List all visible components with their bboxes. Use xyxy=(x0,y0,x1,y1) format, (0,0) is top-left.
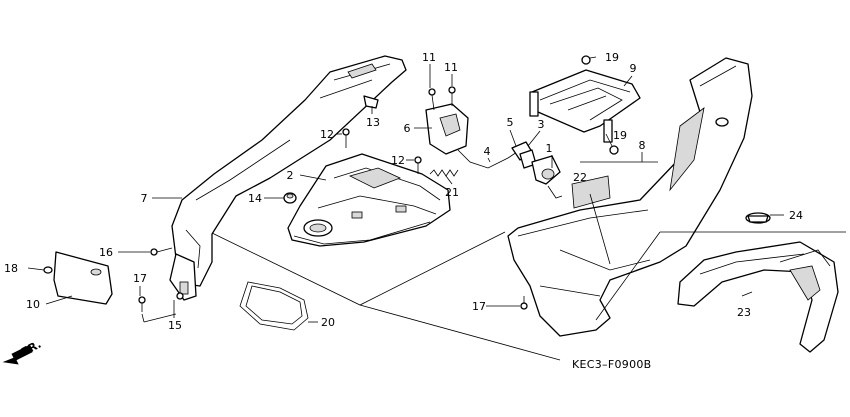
callout-16: 16 xyxy=(99,246,113,259)
screw-12b xyxy=(414,156,422,174)
screw-17a xyxy=(138,296,146,312)
screw-16 xyxy=(150,247,173,256)
callout-10: 10 xyxy=(26,298,40,311)
front-direction-indicator: FR. xyxy=(2,338,43,365)
luggage-box xyxy=(287,153,451,247)
clip-15 xyxy=(176,292,184,300)
callout-12b: 12 xyxy=(391,154,405,167)
callout-3: 3 xyxy=(538,118,545,131)
spring-21 xyxy=(429,169,459,177)
callout-2: 2 xyxy=(287,169,294,182)
seat-lock xyxy=(425,86,469,155)
callout-11b: 11 xyxy=(444,61,458,74)
callout-20: 20 xyxy=(321,316,335,329)
callout-19a: 19 xyxy=(605,51,619,64)
callout-12a: 12 xyxy=(320,128,334,141)
callout-6: 6 xyxy=(404,122,411,135)
callout-24: 24 xyxy=(789,209,803,222)
clip-13 xyxy=(363,95,379,109)
rear-carrier xyxy=(529,55,641,155)
callout-5: 5 xyxy=(507,116,514,129)
callout-17b: 17 xyxy=(472,300,486,313)
screw-12a xyxy=(342,128,350,148)
rubber-band xyxy=(239,281,309,331)
callout-13: 13 xyxy=(366,116,380,129)
left-body-cover xyxy=(169,55,407,301)
leader-lines xyxy=(27,56,784,323)
seat-lock-cable xyxy=(457,149,521,169)
right-body-cover xyxy=(507,57,753,337)
clip-18 xyxy=(43,266,53,274)
callout-18: 18 xyxy=(4,262,18,275)
diagram-code: KEC3–F0900B xyxy=(572,358,652,371)
callout-1: 1 xyxy=(546,142,553,155)
callout-14: 14 xyxy=(248,192,262,205)
caution-label xyxy=(571,175,611,209)
callout-7: 7 xyxy=(141,192,148,205)
callout-17a: 17 xyxy=(133,272,147,285)
callout-23: 23 xyxy=(737,306,751,319)
callout-4: 4 xyxy=(484,145,491,158)
grab-rail xyxy=(595,231,846,353)
front-label: FR. xyxy=(19,338,43,359)
callout-21: 21 xyxy=(445,186,459,199)
key-cylinder-set xyxy=(511,141,563,199)
screw-17b xyxy=(520,296,528,310)
lid-10 xyxy=(53,251,113,305)
callout-15: 15 xyxy=(168,319,182,332)
front-arrow-icon xyxy=(2,345,33,365)
callout-8: 8 xyxy=(639,139,646,152)
assembly-outline xyxy=(209,231,561,361)
grommet-14 xyxy=(283,192,297,204)
cap-24 xyxy=(745,212,771,224)
callouts: 1 2 3 4 5 6 7 8 9 10 11 11 12 12 13 14 1… xyxy=(4,51,803,332)
callout-22: 22 xyxy=(573,171,587,184)
callout-19b: 19 xyxy=(613,129,627,142)
callout-11a: 11 xyxy=(422,51,436,64)
callout-9: 9 xyxy=(630,62,637,75)
